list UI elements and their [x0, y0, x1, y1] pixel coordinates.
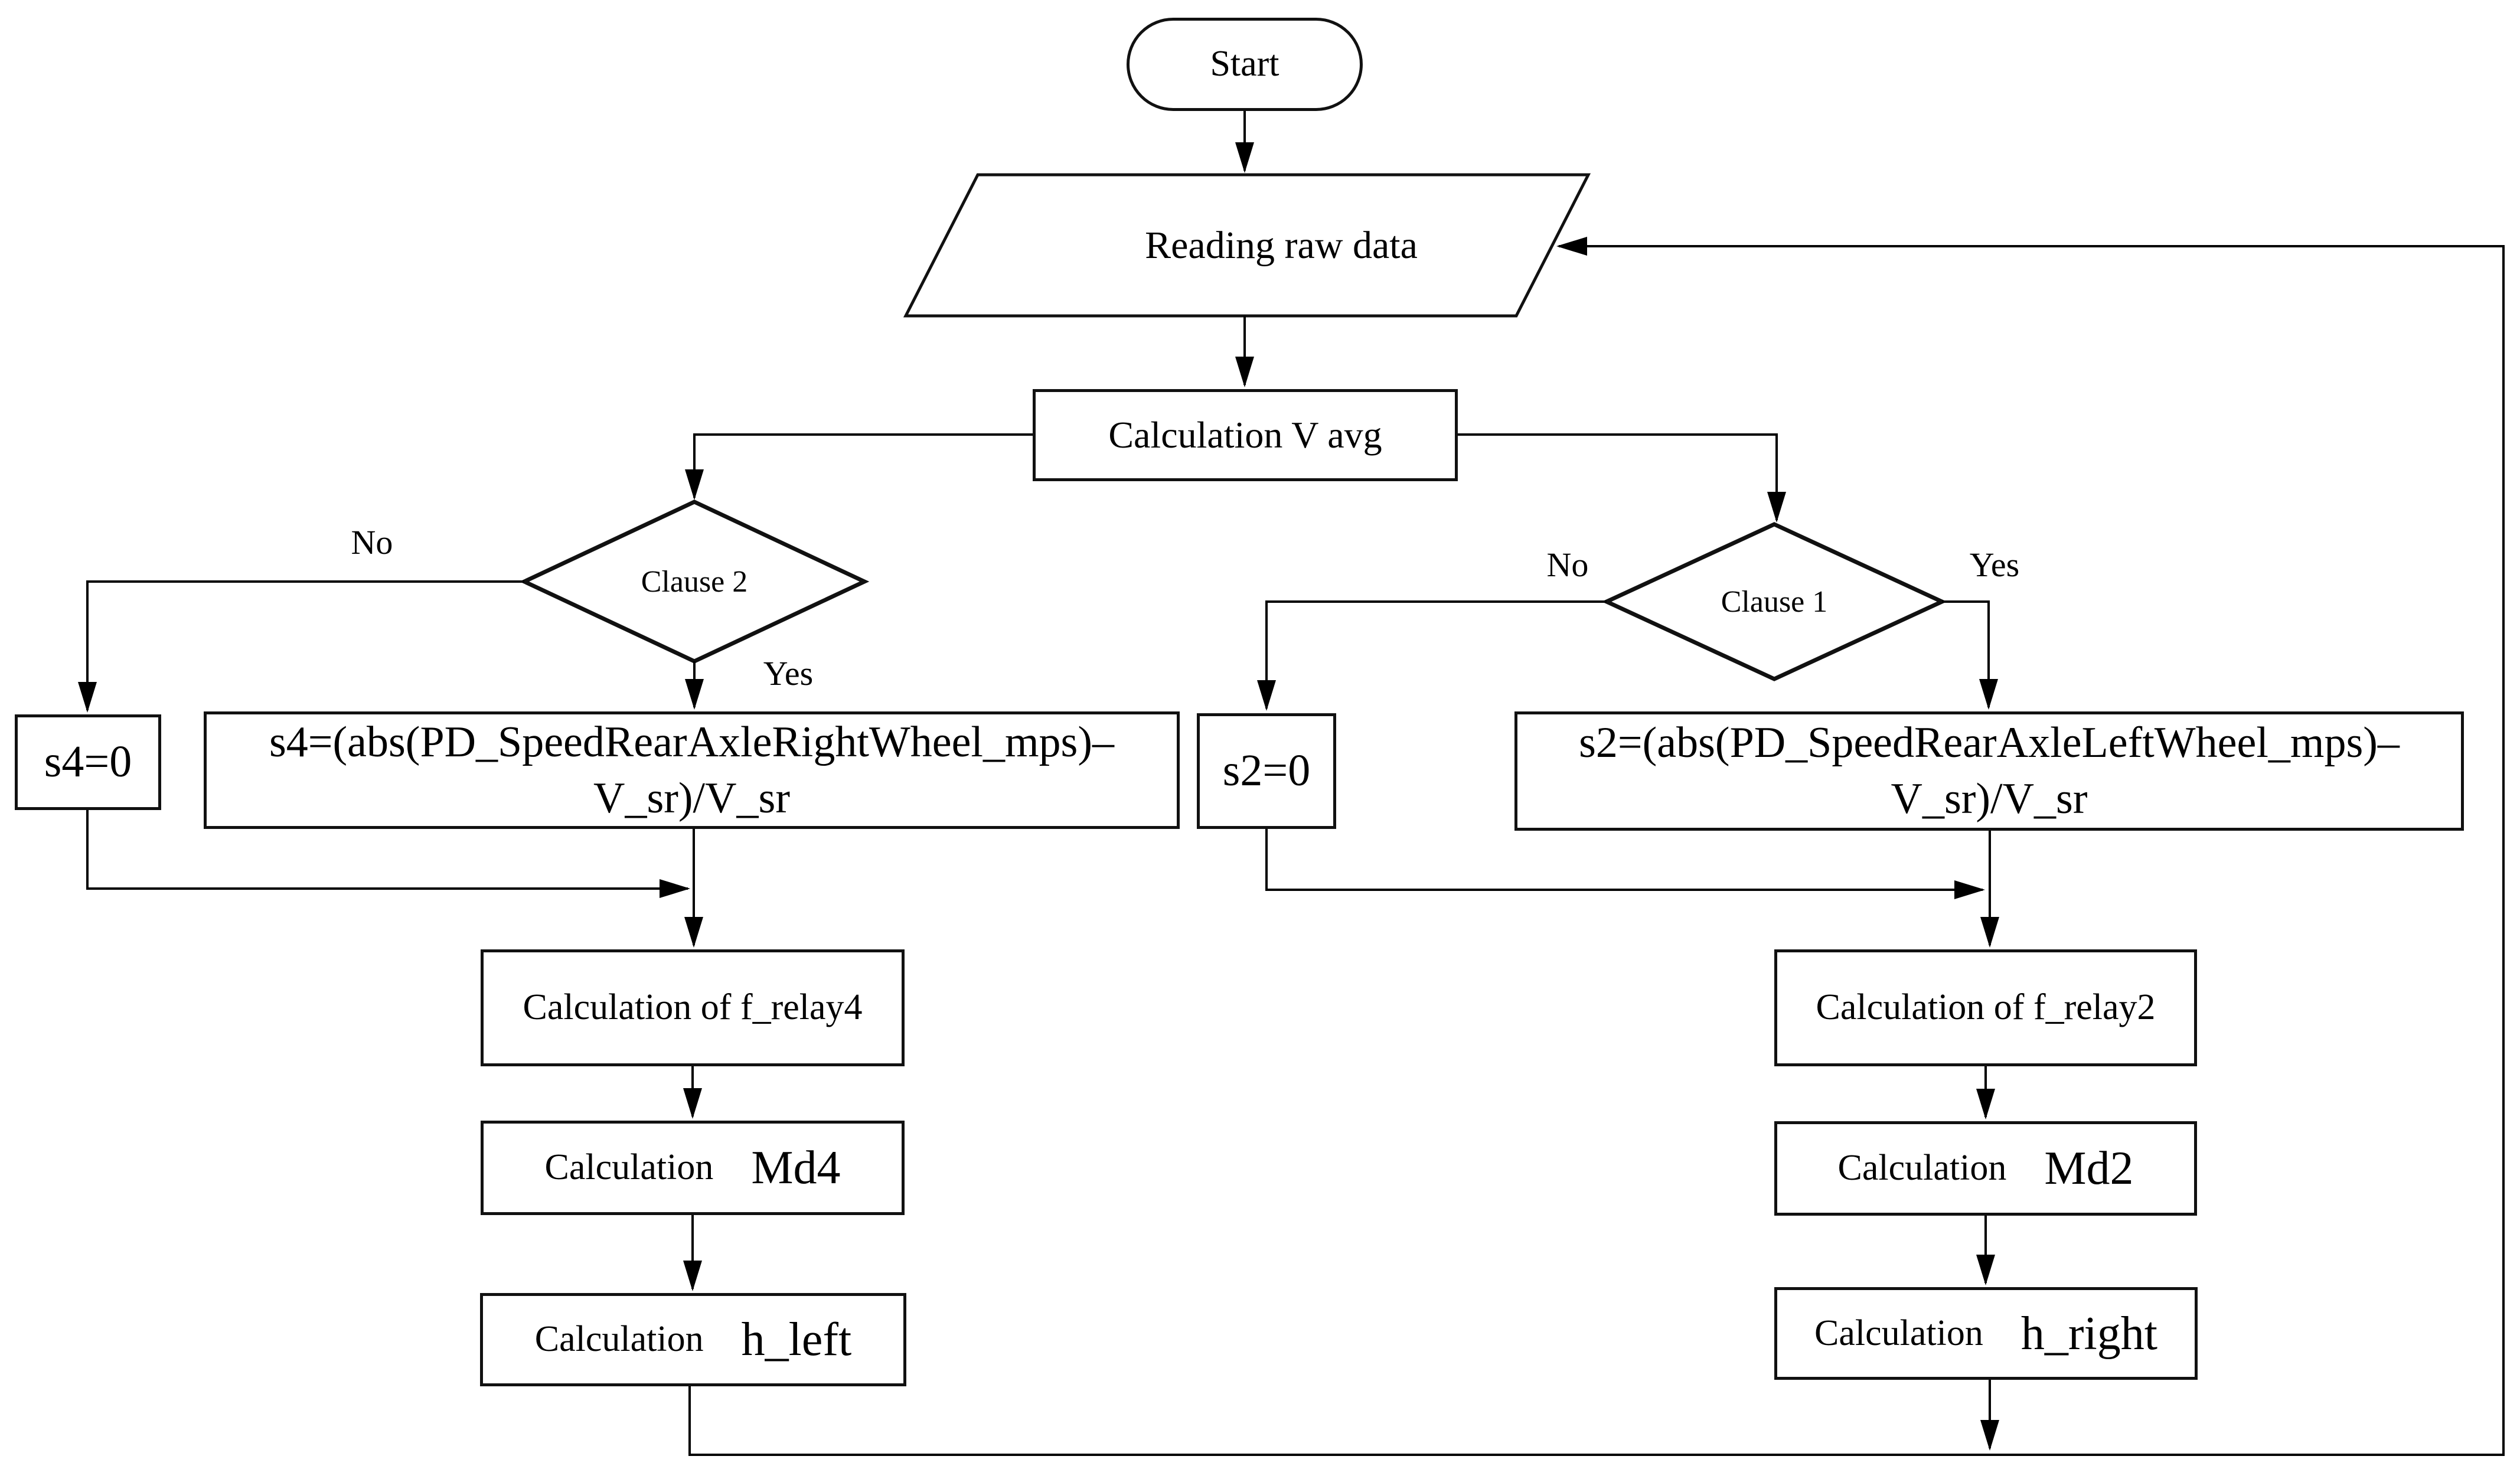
- node-calculation-md4: Calculation Md4: [481, 1121, 905, 1215]
- md4-variable: Md4: [751, 1142, 841, 1194]
- node-reading-raw-data-label: Reading raw data: [1145, 224, 1418, 267]
- edge-clause2-no: [78, 580, 524, 713]
- edge-vavg-to-clause1: [1457, 433, 1786, 523]
- edge-clause1-no: [1257, 600, 1607, 711]
- clause1-diamond: [1601, 522, 1947, 681]
- node-s2-zero: s2=0: [1197, 713, 1336, 829]
- node-calculation-f-relay4: Calculation of f_relay4: [481, 949, 905, 1066]
- start-label: Start: [1210, 44, 1279, 84]
- md2-variable: Md2: [2044, 1142, 2134, 1194]
- s4-formula-line1: s4=(abs(PD_SpeedRearAxleRightWheel_mps)–: [269, 717, 1114, 766]
- node-s2-formula: s2=(abs(PD_SpeedRearAxleLeftWheel_mps)– …: [1514, 711, 2464, 831]
- clause1-yes-label: Yes: [1969, 545, 2020, 584]
- edge-vavg-to-clause2: [685, 433, 1033, 500]
- clause2-yes-label: Yes: [763, 654, 814, 693]
- md2-calculation-word: Calculation: [1837, 1148, 2007, 1189]
- h-right-variable: h_right: [2020, 1307, 2157, 1360]
- node-calculation-v-avg: Calculation V avg: [1033, 389, 1458, 481]
- edge-s4zero-merge: [86, 810, 690, 898]
- s2-formula-line1: s2=(abs(PD_SpeedRearAxleLeftWheel_mps)–: [1579, 719, 2400, 768]
- h-left-variable: h_left: [741, 1314, 852, 1366]
- clause2-label: Clause 2: [641, 564, 748, 599]
- node-calculation-md2: Calculation Md2: [1774, 1121, 2197, 1216]
- clause1-label: Clause 1: [1721, 585, 1828, 619]
- node-s4-formula: s4=(abs(PD_SpeedRearAxleRightWheel_mps)–…: [204, 711, 1180, 829]
- node-calculation-h-left: Calculation h_left: [480, 1293, 906, 1386]
- clause1-no-label: No: [1546, 545, 1589, 584]
- s2-formula-line2: V_sr)/V_sr: [1891, 775, 2088, 823]
- node-start: Start: [1127, 18, 1363, 111]
- h-right-calculation-word: Calculation: [1814, 1313, 1983, 1353]
- edge-loopback-to-reading: [688, 237, 2505, 1456]
- edge-clause1-yes: [1942, 600, 1998, 710]
- md4-calculation-word: Calculation: [544, 1147, 714, 1188]
- s4-formula-line2: V_sr)/V_sr: [593, 773, 790, 822]
- node-s4-zero: s4=0: [15, 714, 161, 810]
- h-left-calculation-word: Calculation: [534, 1319, 704, 1360]
- node-calculation-h-right: Calculation h_right: [1774, 1287, 2198, 1380]
- node-calculation-f-relay2: Calculation of f_relay2: [1774, 949, 2197, 1066]
- reading-raw-data-parallelogram: [903, 173, 1591, 318]
- edge-s2zero-merge: [1265, 829, 1985, 899]
- clause2-no-label: No: [351, 523, 393, 561]
